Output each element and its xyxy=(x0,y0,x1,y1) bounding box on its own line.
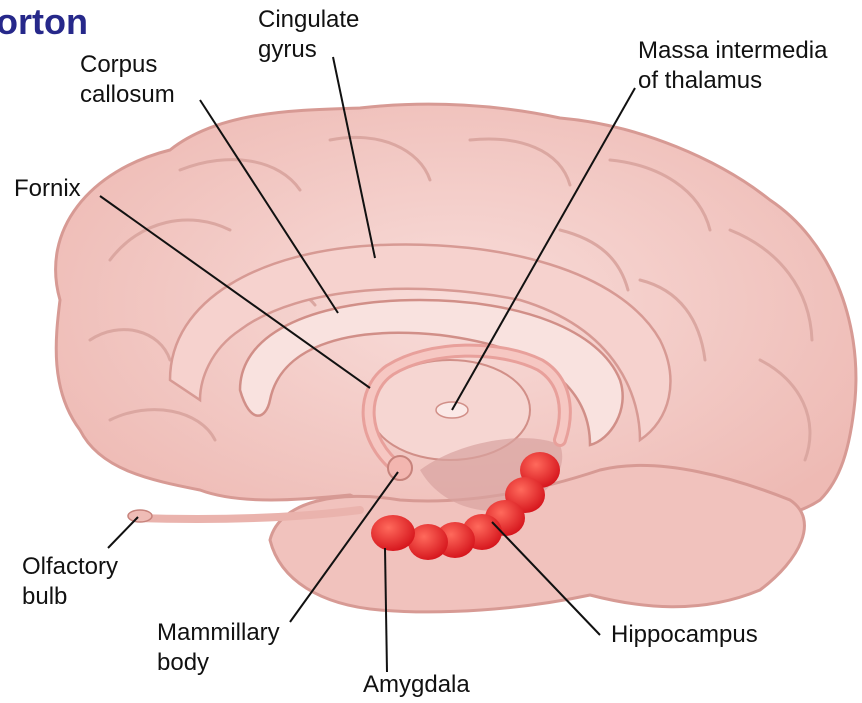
label-line: gyrus xyxy=(258,35,359,65)
label-line: Mammillary xyxy=(157,618,280,648)
label-fornix: Fornix xyxy=(14,174,81,204)
label-line: Amygdala xyxy=(363,670,470,700)
label-line: Corpus xyxy=(80,50,175,80)
label-corpus-callosum: Corpus callosum xyxy=(80,50,175,110)
olfactory-bulb xyxy=(128,510,152,522)
label-cingulate-gyrus: Cingulate gyrus xyxy=(258,5,359,65)
label-line: of thalamus xyxy=(638,66,827,96)
label-line: bulb xyxy=(22,582,118,612)
label-massa-intermedia: Massa intermedia of thalamus xyxy=(638,36,827,96)
label-mammillary-body: Mammillary body xyxy=(157,618,280,678)
label-line: body xyxy=(157,648,280,678)
label-line: callosum xyxy=(80,80,175,110)
leader-olfactory xyxy=(108,517,138,548)
label-olfactory-bulb: Olfactory bulb xyxy=(22,552,118,612)
label-line: Massa intermedia xyxy=(638,36,827,66)
mammillary-body xyxy=(388,456,412,480)
label-amygdala: Amygdala xyxy=(363,670,470,700)
label-line: Hippocampus xyxy=(611,620,758,650)
label-line: Cingulate xyxy=(258,5,359,35)
label-line: Olfactory xyxy=(22,552,118,582)
label-line: Fornix xyxy=(14,174,81,204)
label-hippocampus: Hippocampus xyxy=(611,620,758,650)
amygdala xyxy=(371,515,415,551)
publisher-brand: orton xyxy=(0,0,88,44)
